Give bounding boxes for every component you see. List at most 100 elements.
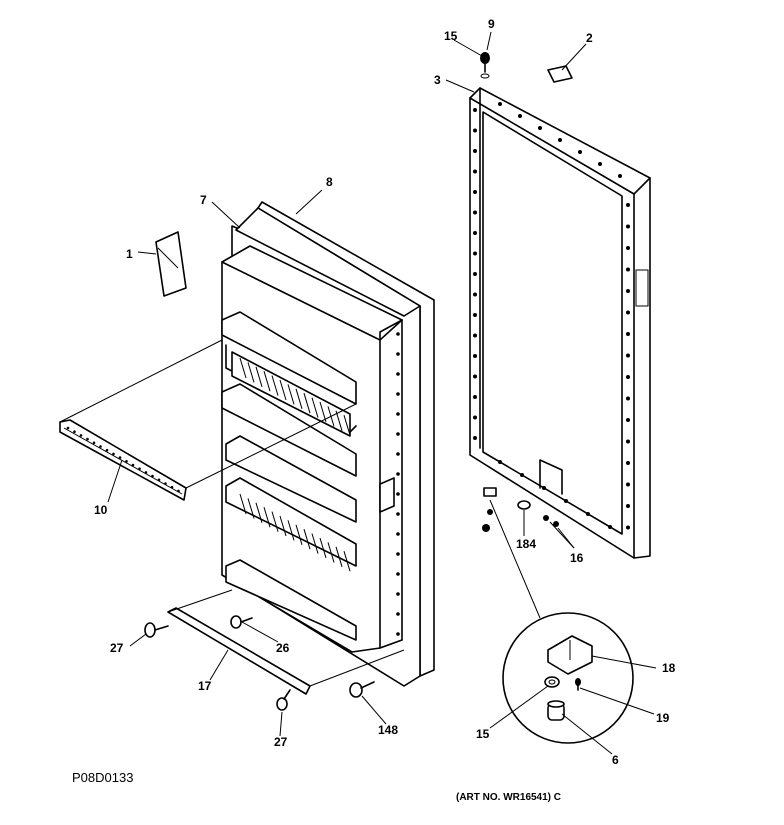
callout-19: 19	[656, 711, 670, 725]
hinge-detail-view	[489, 499, 634, 744]
part-148-screw	[349, 681, 375, 698]
screw-hole	[626, 396, 630, 401]
rack-wire	[287, 384, 295, 405]
callout-184: 184	[516, 537, 536, 551]
screw-hole	[626, 439, 630, 444]
screw-hole	[473, 354, 477, 358]
screw-hole	[396, 412, 400, 416]
callout-17: 17	[198, 679, 212, 693]
part-26-screw	[230, 615, 253, 629]
screw-hole	[473, 436, 477, 440]
screw-hole	[396, 592, 400, 596]
screw-hole	[164, 482, 167, 485]
screw-hole	[518, 114, 522, 118]
callout-16: 16	[570, 551, 584, 565]
rack-wire	[303, 393, 311, 414]
screw-hole	[598, 162, 602, 166]
screw-hole	[626, 418, 630, 422]
screw-hole	[396, 352, 400, 356]
rack-wire	[287, 520, 295, 541]
bottom-hinge-parts	[482, 487, 559, 532]
screw-hole	[542, 486, 546, 490]
door-panel-holes	[473, 102, 630, 530]
rack-wire	[335, 546, 343, 567]
screw-hole	[473, 374, 477, 379]
screw-hole	[396, 472, 400, 476]
part-27-screw-bottom	[276, 689, 291, 711]
screw-hole	[396, 492, 400, 496]
art-number: (ART NO. WR16541) C	[456, 792, 561, 803]
screw-hole	[626, 310, 630, 315]
screw-hole	[396, 632, 400, 636]
callout-7: 7	[200, 193, 207, 207]
screw-hole	[473, 333, 477, 338]
rack-wire	[263, 507, 271, 528]
screw-hole	[626, 504, 630, 508]
screw-hole	[396, 612, 400, 616]
callout-2: 2	[586, 31, 593, 45]
callout-18: 18	[662, 661, 676, 675]
screw-hole	[520, 473, 524, 477]
screw-hole	[396, 512, 400, 516]
rack-wire	[247, 362, 255, 383]
screw-hole	[626, 203, 630, 207]
screw-hole	[473, 313, 477, 317]
callout-9: 9	[488, 17, 495, 31]
callout-15-detail: 15	[476, 727, 490, 741]
screw-hole	[626, 267, 630, 272]
rack-wire	[295, 388, 303, 409]
rack-wire	[327, 542, 335, 563]
screw-hole	[157, 478, 161, 482]
screw-hole	[396, 552, 400, 556]
callout-10: 10	[94, 503, 108, 517]
screw-hole	[396, 572, 400, 576]
rack-wire	[335, 410, 343, 431]
rack-wire	[311, 397, 319, 418]
screw-hole	[473, 292, 477, 297]
part-1-instruction-card	[155, 231, 187, 297]
screw-hole	[86, 437, 89, 441]
rack-wire	[271, 375, 279, 396]
screw-hole	[112, 452, 115, 456]
screw-hole	[66, 426, 70, 430]
screw-hole	[618, 174, 622, 178]
part-2-strip	[547, 65, 573, 83]
callout-1: 1	[126, 247, 133, 261]
rack-wire	[255, 502, 263, 523]
screw-hole	[578, 150, 582, 154]
screw-hole	[586, 512, 590, 516]
screw-hole	[626, 525, 630, 530]
leader-lines	[59, 31, 657, 755]
drawing-number: P08D0133	[72, 770, 133, 785]
callout-8: 8	[326, 175, 333, 189]
screw-hole	[626, 289, 630, 293]
rack-wire	[271, 511, 279, 532]
rack-wire	[319, 537, 327, 559]
screw-hole	[626, 353, 630, 358]
rack-wire	[239, 357, 247, 379]
part-9-screw	[480, 52, 490, 79]
screw-hole	[151, 474, 154, 478]
screw-hole	[473, 149, 477, 153]
screw-hole	[177, 489, 180, 493]
screw-hole	[396, 332, 400, 336]
rack-wire	[343, 415, 351, 436]
screw-hole	[396, 532, 400, 536]
part-27-screw-left	[144, 622, 169, 638]
screw-hole	[473, 231, 477, 235]
screw-hole	[608, 525, 612, 529]
screw-hole	[105, 448, 109, 452]
callout-15-top: 15	[444, 29, 458, 43]
callout-6: 6	[612, 753, 619, 767]
rack-wire	[255, 366, 263, 387]
screw-hole	[498, 102, 502, 106]
screw-hole	[473, 108, 477, 112]
screw-hole	[473, 169, 477, 174]
rack-wire	[279, 515, 287, 537]
rack-wire	[343, 551, 351, 572]
rack-wire	[319, 401, 327, 423]
screw-hole	[473, 128, 477, 133]
callout-3: 3	[434, 73, 441, 87]
screw-hole	[170, 485, 174, 489]
